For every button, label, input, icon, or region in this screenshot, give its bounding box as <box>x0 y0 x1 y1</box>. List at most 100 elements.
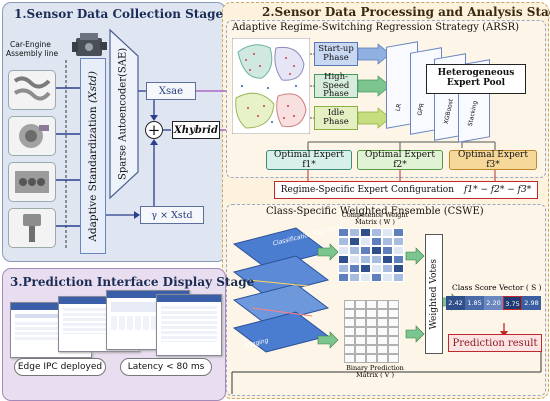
weighted-votes-label: Weighted Votes <box>429 258 439 330</box>
heatmap-cell <box>360 273 371 282</box>
binary-cell <box>344 327 355 336</box>
engine-icon <box>72 33 107 56</box>
heatmap-cell <box>338 246 349 255</box>
classifier-layer-stack <box>232 227 330 353</box>
component-turbo-image <box>8 116 56 156</box>
heatmap-cell <box>382 237 393 246</box>
heatmap-cell <box>371 264 382 273</box>
binary-cell <box>388 345 399 354</box>
interface-screen-4 <box>156 294 222 356</box>
heatmap-cell <box>393 255 404 264</box>
phase-high-speed: High-Speed Phase <box>314 72 358 99</box>
assembly-line-label-1: Car-Engine <box>10 40 51 49</box>
heatmap-cell <box>382 273 393 282</box>
optimal-expert-2: Optimal Expert f2* <box>357 150 443 170</box>
weighted-votes-box: Weighted Votes <box>425 234 443 354</box>
binary-cell <box>388 327 399 336</box>
heatmap-cell <box>338 237 349 246</box>
config-label: Regime-Specific Expert Configuration <box>280 185 455 195</box>
heatmap-cell <box>371 255 382 264</box>
binary-prediction-matrix <box>344 300 400 363</box>
binary-cell <box>355 354 366 363</box>
binary-cell <box>355 327 366 336</box>
heatmap-cell <box>349 273 360 282</box>
class-score-label: Class Score Vector ( S ) <box>452 283 542 292</box>
regime-config-box: Regime-Specific Expert Configuration f1*… <box>274 181 538 199</box>
binary-cell <box>355 300 366 309</box>
binary-cell <box>366 327 377 336</box>
binary-matrix-label: Binary Prediction Matrix ( V ) <box>346 364 404 380</box>
heatmap-cell <box>338 228 349 237</box>
arsr-title: Adaptive Regime-Switching Regression Str… <box>232 22 520 33</box>
binary-cell <box>377 300 388 309</box>
class-score-cell: 3.75 <box>503 296 522 310</box>
binary-cell <box>355 336 366 345</box>
heatmap-cell <box>371 228 382 237</box>
binary-cell <box>377 345 388 354</box>
heatmap-cell <box>360 228 371 237</box>
binary-cell <box>366 318 377 327</box>
binary-cell <box>344 345 355 354</box>
binary-cell <box>366 336 377 345</box>
binary-cell <box>377 336 388 345</box>
heatmap-cell <box>360 264 371 273</box>
heatmap-cell <box>338 255 349 264</box>
heatmap-cell <box>382 255 393 264</box>
heatmap-cell <box>382 228 393 237</box>
heatmap-cell <box>371 246 382 255</box>
expert-pool-box: Heterogeneous Expert Pool <box>426 64 526 94</box>
component-cylinder-block-image <box>8 162 56 202</box>
sae-shape <box>109 28 139 200</box>
x-hybrid-box: Xhybrid <box>172 121 220 139</box>
cswe-title: Class-Specific Weighted Ensemble (CSWE) <box>266 206 484 217</box>
plus-operator-icon: + <box>145 121 163 139</box>
binary-cell <box>344 309 355 318</box>
binary-cell <box>355 318 366 327</box>
phase-idle: Idle Phase <box>314 106 358 130</box>
latency-badge: Latency < 80 ms <box>120 358 212 376</box>
regime-scatter-plot <box>232 38 310 134</box>
binary-cell <box>366 345 377 354</box>
component-piston-image <box>8 208 56 248</box>
binary-cell <box>377 318 388 327</box>
heatmap-cell <box>382 264 393 273</box>
competence-matrix-label: Competence Weight Matrix ( W ) <box>341 211 409 227</box>
optimal-expert-1: Optimal Expert f1* <box>266 150 352 170</box>
binary-cell <box>377 327 388 336</box>
heatmap-cell <box>349 246 360 255</box>
config-formula: f1* − f2* − f3* <box>464 185 532 195</box>
component-exhaust-manifold-image <box>8 70 56 110</box>
binary-cell <box>388 354 399 363</box>
optimal-expert-3: Optimal Expert f3* <box>449 150 537 170</box>
heatmap-cell <box>349 237 360 246</box>
heatmap-cell <box>371 237 382 246</box>
heatmap-cell <box>393 246 404 255</box>
heatmap-cell <box>349 228 360 237</box>
x-sae-box: Xsae <box>146 82 196 100</box>
stage3-title: 3.Prediction Interface Display Stage <box>10 275 255 289</box>
phase-startup: Start-up Phase <box>314 42 358 66</box>
heatmap-cell <box>360 246 371 255</box>
heatmap-cell <box>338 264 349 273</box>
class-score-cell: 2.20 <box>484 296 503 310</box>
heatmap-cell <box>393 228 404 237</box>
heatmap-cell <box>360 255 371 264</box>
binary-cell <box>344 318 355 327</box>
gamma-x-std-box: γ × Xstd <box>140 206 204 224</box>
binary-cell <box>388 318 399 327</box>
binary-cell <box>388 309 399 318</box>
binary-cell <box>366 300 377 309</box>
binary-cell <box>366 354 377 363</box>
binary-cell <box>344 300 355 309</box>
stage2-title: 2.Sensor Data Processing and Analysis St… <box>262 5 550 19</box>
binary-cell <box>344 354 355 363</box>
binary-cell <box>355 309 366 318</box>
heatmap-cell <box>338 273 349 282</box>
binary-cell <box>388 300 399 309</box>
heatmap-cell <box>349 255 360 264</box>
heatmap-cell <box>349 264 360 273</box>
binary-cell <box>344 336 355 345</box>
